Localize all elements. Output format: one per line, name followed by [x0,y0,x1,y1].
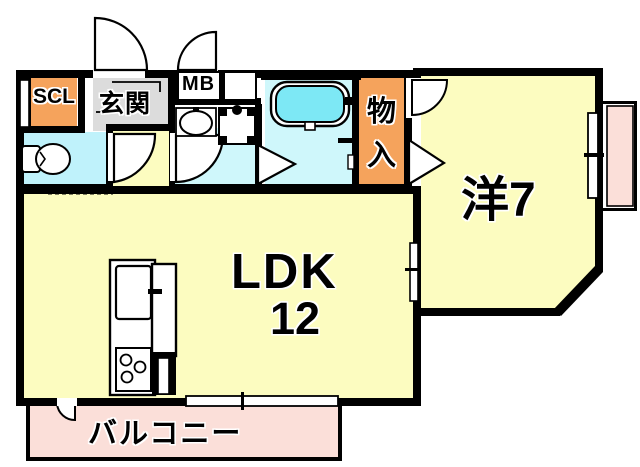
fixtures [21,80,353,397]
window-ldk-slider [185,395,339,407]
window-ldk-western [409,242,419,302]
room-fill-ldk [16,190,421,405]
mb-box [177,71,221,101]
door-swing-mb [176,30,218,72]
balcony-rail-right [338,404,342,461]
bathtub-fixture [269,80,353,131]
door-swing-storage-top [411,79,449,117]
gas-stove-3-burner [115,347,152,392]
door-gap-washroom [170,133,176,181]
toilet-fixture [21,143,71,175]
mb-box-blank [223,71,257,101]
door-bath-folding [256,143,298,186]
room-fill-side-balcony [607,105,635,207]
side-rail-top [603,101,637,104]
kitchen-sink-fixture [114,264,153,321]
window-left-scl [19,79,30,128]
balcony-rail-bottom [26,457,342,461]
wall-storage-bottom [358,184,412,191]
room-fill-balcony [30,404,338,459]
wall-scl-right [78,74,85,132]
washing-machine-pan [218,105,256,145]
side-veranda-inner [606,105,634,207]
window-western-mull [584,153,604,157]
genkan-step-line [112,81,161,92]
wall-bath-right [352,74,359,190]
wall-bath-top [261,74,361,80]
room-fill-storage [358,76,406,190]
door-gap-balcony-small [57,398,77,406]
genkan-step-line2 [96,104,113,113]
wall-top-right [413,68,603,76]
door-gap-storage-top [406,78,413,118]
room-fill-scl [31,78,77,131]
room-fill-western [421,75,596,312]
wall-scl-bottom [24,126,85,133]
wall-bottom-western [413,308,560,316]
window-ldk-mull [241,392,244,410]
wall-right-outer [595,68,603,272]
wall-washroom-bottom [169,184,261,191]
room-fill-genkan [93,78,174,131]
wall-bevel-corner [553,266,603,316]
wall-left-outer [16,70,24,406]
bath-door-handle [338,138,352,143]
wash-basin-fixture [175,107,217,137]
door-swing-toilet [112,132,157,184]
wall-toilet-bottom [17,184,113,191]
door-balcony-small [55,403,76,422]
bath-wall-mark [347,154,355,170]
door-swing-entrance [93,16,149,72]
wall-bath-bottom [258,184,358,191]
doors-and-windows [19,16,634,422]
door-storage-folding [407,137,447,186]
door-gap-entrance [93,70,145,78]
wall-storage-right [404,74,412,190]
side-rail-right [634,101,637,211]
side-rail-bottom [603,208,637,211]
door-gap-toilet [108,133,114,181]
balcony-rail-left [26,404,30,461]
kitchen-counter [108,258,178,397]
window-ldk-west-mull [405,268,421,271]
wall-genkan-right [168,74,175,129]
wall-genkan-bottom [106,124,174,131]
